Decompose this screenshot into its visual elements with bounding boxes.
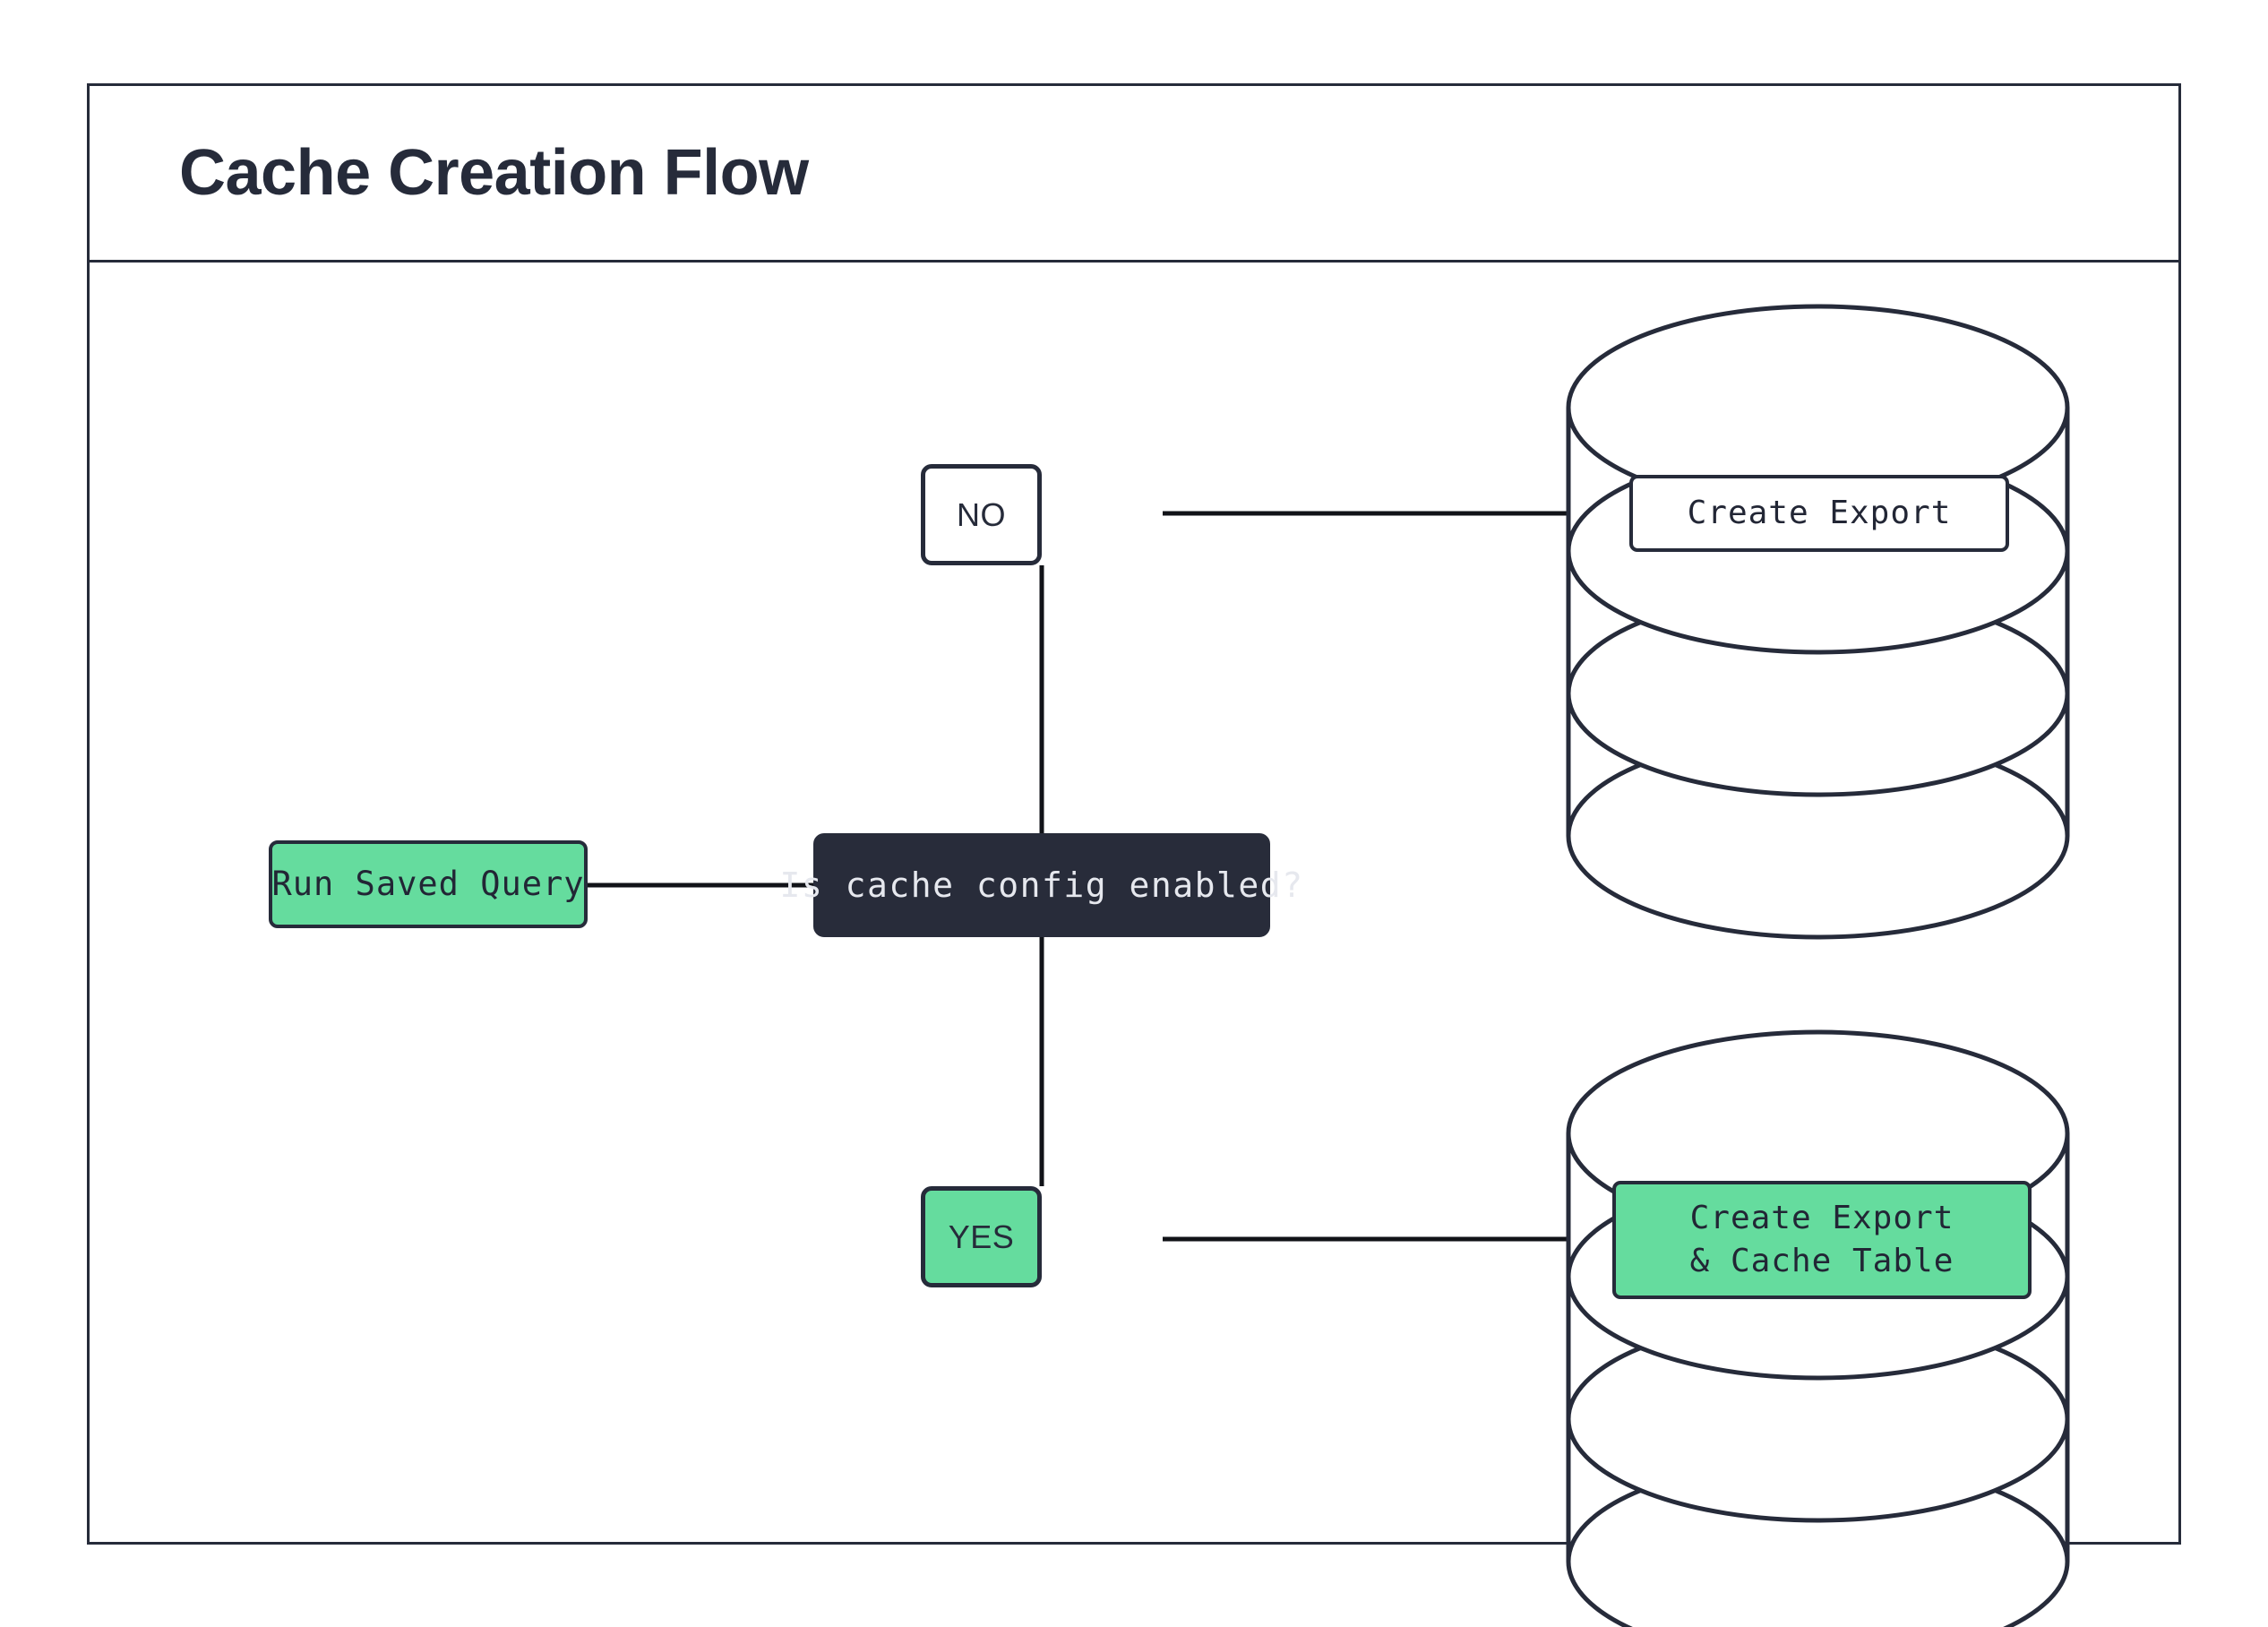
node-run-saved-query-label: Run Saved Query <box>271 864 585 903</box>
connector-layer <box>588 511 1568 1242</box>
branch-label-yes-text: YES <box>948 1218 1015 1255</box>
title-band: Cache Creation Flow <box>90 86 2178 263</box>
datastore-label-create-export-cache-table[interactable]: Create Export & Cache Table <box>1612 1181 2032 1299</box>
branch-label-no[interactable]: NO <box>921 464 1042 565</box>
node-is-cache-config-enabled-label: Is cache config enabled? <box>779 865 1304 905</box>
datastore-label-create-export-cache-table-line-2: & Cache Table <box>1689 1243 1954 1279</box>
datastore-label-create-export[interactable]: Create Export <box>1629 475 2009 552</box>
diagram-frame: Cache Creation Flow <box>87 83 2181 1627</box>
node-is-cache-config-enabled[interactable]: Is cache config enabled? <box>779 833 1302 937</box>
node-run-saved-query[interactable]: Run Saved Query <box>269 840 588 928</box>
branch-label-no-text: NO <box>957 495 1006 533</box>
database-cylinder-icon-export-store <box>1566 304 2070 940</box>
datastore-label-create-export-line-1: Create Export <box>1687 495 1952 532</box>
database-cylinder-icon-export-cache-store <box>1566 1029 2070 1627</box>
page-title: Cache Creation Flow <box>179 137 809 209</box>
branch-label-yes[interactable]: YES <box>921 1186 1042 1287</box>
flow-canvas: Run Saved Query Is cache config enabled?… <box>90 263 2178 1627</box>
datastore-label-create-export-cache-table-line-1: Create Export <box>1689 1200 1954 1237</box>
